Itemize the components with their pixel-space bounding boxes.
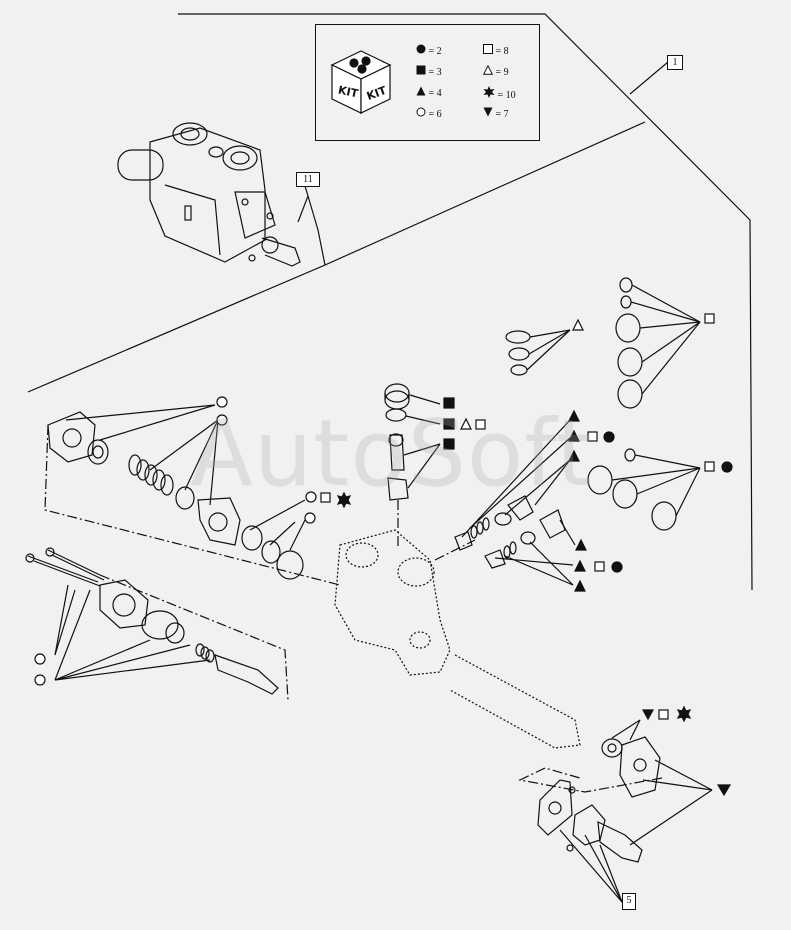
inverted-triangle-marker	[641, 709, 655, 721]
collar-left	[175, 486, 195, 510]
filled-triangle-marker	[568, 409, 580, 422]
flange-lower-left	[99, 579, 149, 629]
star-icon	[483, 86, 495, 98]
inverted-triangle-marker	[716, 784, 732, 797]
o-ring-small-3	[510, 364, 528, 376]
shaft-lower	[597, 820, 643, 863]
open-circle-marker	[216, 414, 228, 426]
filled-triangle-icon	[416, 86, 426, 96]
spring-right-1	[470, 517, 490, 539]
kit-box-icon: KIT KIT	[330, 50, 392, 114]
legend-entry-star: = 10	[483, 86, 516, 101]
open-square-marker	[704, 461, 715, 472]
flange-plate-lower	[537, 779, 573, 836]
frame-line-top	[178, 13, 753, 591]
cap-housing-left	[197, 497, 241, 546]
central-valve-body	[334, 529, 581, 749]
kit-legend: KIT KIT = 2 = 3 = 4 = 6 = 8 = 9 = 10 = 7	[315, 24, 540, 141]
kit-label-front: KIT	[337, 83, 360, 100]
filled-square-icon	[416, 65, 426, 75]
flange-lower-right	[619, 736, 661, 798]
plug-right-1	[454, 531, 473, 551]
filled-circle-marker	[611, 561, 623, 573]
legend-entry-filled-square: = 3	[416, 65, 442, 78]
open-circle-marker	[34, 674, 46, 686]
filled-square-marker	[443, 397, 455, 409]
open-circle-marker	[216, 396, 228, 408]
spring-lower-left	[195, 643, 215, 663]
filled-square-marker	[443, 418, 455, 430]
filled-circle-marker	[603, 431, 615, 443]
open-circle-marker	[304, 512, 316, 524]
bushing-lower-left	[141, 610, 179, 640]
seal-left-2	[261, 540, 281, 564]
open-triangle-marker	[460, 417, 472, 430]
bolt-pair	[25, 547, 105, 587]
open-triangle-icon	[482, 64, 494, 75]
open-square-marker	[658, 709, 669, 720]
spring-right-2	[503, 541, 517, 559]
plug-right-2	[507, 495, 534, 521]
star-marker	[676, 705, 692, 723]
o-ring-small-2	[508, 347, 530, 361]
centerline-left	[44, 424, 341, 586]
centerline-lower-right	[518, 767, 663, 793]
leader-11	[297, 185, 309, 223]
filled-triangle-marker	[568, 429, 580, 442]
seal-left-1	[241, 525, 263, 551]
check-valve	[387, 477, 409, 501]
flange-plate-left	[47, 411, 96, 463]
centerline-lower-left	[99, 574, 289, 701]
open-circle-icon	[416, 107, 426, 117]
valve-assembly-illustration	[117, 122, 301, 267]
open-square-icon	[483, 44, 493, 54]
open-square-marker	[704, 313, 715, 324]
ring-top	[385, 408, 407, 422]
bushing-left	[87, 439, 109, 465]
spring-left	[128, 454, 174, 496]
inverted-triangle-icon	[483, 107, 493, 117]
nut-right	[539, 509, 566, 539]
open-circle-marker	[34, 653, 46, 665]
callout-item-5: 5	[622, 893, 636, 910]
callout-symbols	[34, 313, 733, 797]
legend-entry-open-triangle: = 9	[482, 64, 509, 78]
washer-lower-right	[601, 738, 623, 758]
legend-entry-filled-triangle: = 4	[416, 86, 442, 99]
o-ring-left	[276, 550, 304, 580]
open-square-marker	[320, 492, 331, 503]
filled-triangle-marker	[575, 538, 587, 551]
filled-circle-icon	[416, 44, 426, 54]
filled-triangle-marker	[574, 559, 586, 572]
legend-entry-open-square: = 8	[483, 44, 509, 57]
filled-triangle-marker	[574, 579, 586, 592]
open-square-marker	[475, 419, 486, 430]
spool-lower-left	[214, 654, 279, 695]
filled-square-marker	[443, 438, 455, 450]
callout-1-leader	[629, 61, 669, 95]
filled-triangle-marker	[568, 449, 580, 462]
callout-item-11: 11	[296, 172, 320, 187]
open-square-marker	[587, 431, 598, 442]
legend-entry-open-circle: = 6	[416, 107, 442, 120]
valve-stem	[389, 434, 405, 471]
star-marker	[336, 491, 352, 509]
open-square-marker	[594, 561, 605, 572]
frame-line-upper	[324, 121, 646, 266]
legend-entry-inverted-triangle: = 7	[483, 107, 509, 120]
centerline-right	[434, 539, 476, 561]
legend-entry-filled-circle: = 2	[416, 44, 442, 57]
open-circle-marker	[305, 491, 317, 503]
filled-circle-marker	[721, 461, 733, 473]
open-triangle-marker	[572, 318, 584, 331]
o-ring-small-1	[505, 330, 531, 344]
plug-right-3	[484, 549, 506, 569]
frame-line-mid	[27, 229, 326, 393]
